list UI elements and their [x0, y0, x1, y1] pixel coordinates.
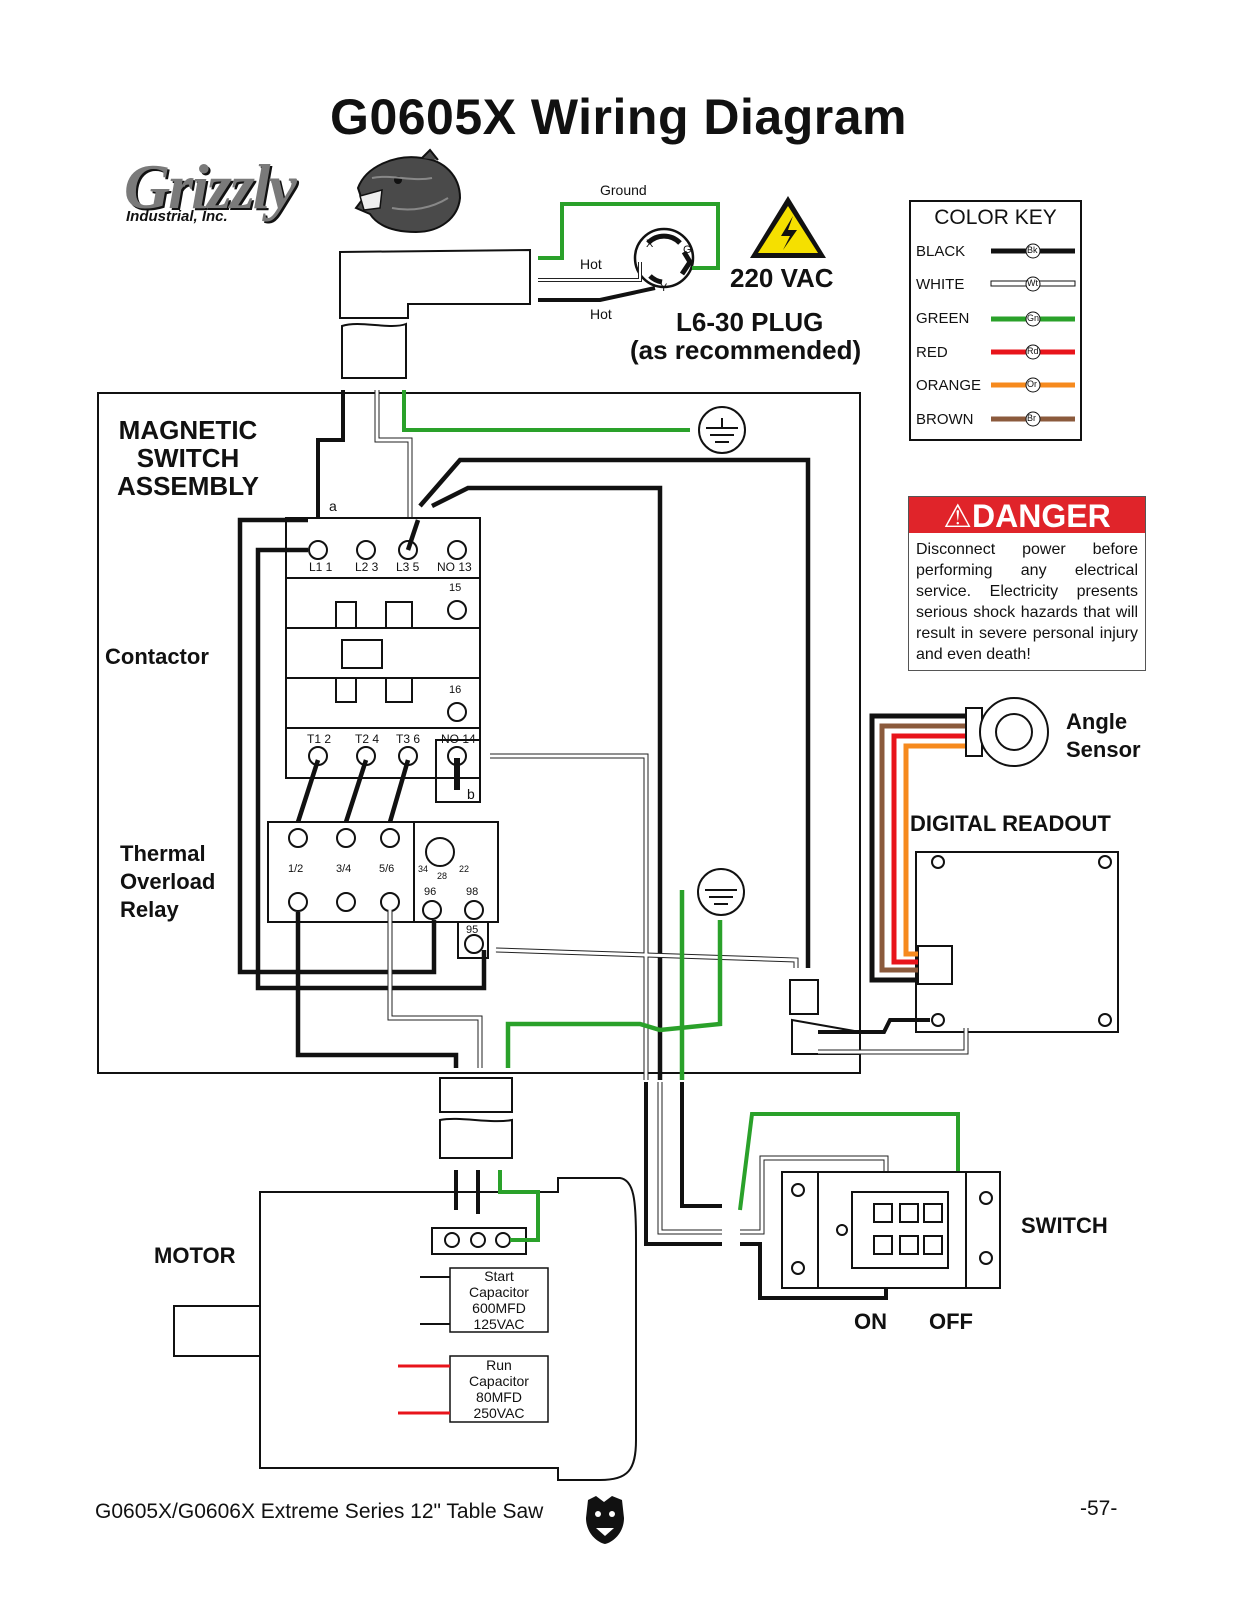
color-key-green: GREEN	[916, 310, 970, 327]
bear-head-icon	[354, 148, 462, 234]
terminal-t3: T3 6	[396, 732, 421, 746]
angle-sensor-label: Angle Sensor	[1066, 709, 1141, 762]
switch-label: SWITCH	[1021, 1213, 1108, 1238]
magnetic-switch-label: MAGNETIC SWITCH ASSEMBLY	[116, 415, 260, 501]
pin-g-label: G	[683, 244, 692, 256]
power-cord-boot	[339, 248, 531, 379]
code-or: Or	[1027, 379, 1037, 389]
terminal-98: 98	[466, 886, 479, 898]
magnetic-switch-enclosure	[97, 392, 861, 1074]
pin-y-label: Y	[660, 282, 668, 294]
ground-terminal-icon	[698, 406, 746, 454]
terminal-15: 15	[449, 582, 462, 594]
color-key-brown: BROWN	[916, 411, 974, 428]
angle-sensor-icon	[965, 697, 1049, 767]
color-key-red: RED	[916, 344, 948, 361]
overload-12: 1/2	[288, 863, 304, 875]
terminal-t1: T1 2	[307, 732, 332, 746]
brand-logo-word: Grizzly	[124, 151, 297, 222]
terminal-no14: NO 14	[441, 732, 476, 746]
code-wt: Wt	[1027, 278, 1038, 288]
hot-label-bottom: Hot	[590, 306, 612, 322]
page-number: -57-	[1080, 1497, 1118, 1520]
contactor-label: Contactor	[105, 644, 209, 669]
color-key-title: COLOR KEY	[934, 206, 1057, 229]
code-bk: Bk	[1027, 245, 1038, 255]
hot-label-top: Hot	[580, 256, 602, 272]
switch-body	[781, 1171, 1001, 1289]
dial-34: 34	[418, 864, 429, 874]
voltage-label: 220 VAC	[730, 263, 834, 293]
terminal-l2: L2 3	[355, 560, 379, 574]
code-gn: Gn	[1027, 313, 1040, 323]
terminal-96: 96	[424, 886, 437, 898]
color-key-black: BLACK	[916, 243, 966, 260]
thermal-overload-label: Thermal Overload Relay	[120, 841, 216, 922]
jumper-b-label: b	[467, 786, 475, 802]
brand-logo-sub: Industrial, Inc.	[126, 208, 228, 225]
high-voltage-warning-icon	[750, 196, 826, 258]
dial-28: 28	[437, 871, 448, 881]
dial-22: 22	[459, 864, 470, 874]
footer-title: G0605X/G0606X Extreme Series 12" Table S…	[95, 1500, 544, 1523]
code-rd: Rd	[1027, 346, 1039, 356]
color-key: COLOR KEY BLACK WHITE GREEN RED ORANGE B…	[909, 200, 1082, 441]
terminal-95: 95	[466, 924, 479, 936]
plug-type-label: L6-30 PLUG	[676, 307, 824, 337]
contactor	[285, 517, 481, 779]
ground-label: Ground	[600, 182, 647, 198]
off-label: OFF	[929, 1309, 973, 1334]
page-title: G0605X Wiring Diagram	[330, 89, 907, 145]
l6-30-plug-icon	[633, 227, 695, 289]
digital-readout-box	[915, 851, 1119, 1033]
on-label: ON	[854, 1309, 887, 1334]
bear-footer-icon	[586, 1496, 624, 1544]
color-key-orange: ORANGE	[916, 377, 982, 394]
terminal-l1: L1 1	[309, 560, 333, 574]
terminal-no13: NO 13	[437, 560, 472, 574]
pin-x-label: X	[646, 238, 654, 250]
danger-heading: ⚠DANGER	[909, 497, 1145, 534]
motor-label: MOTOR	[154, 1243, 236, 1268]
code-br: Br	[1027, 413, 1036, 423]
terminal-t2: T2 4	[355, 732, 380, 746]
danger-notice: ⚠DANGER Disconnect power before performi…	[908, 496, 1146, 671]
terminal-l3: L3 5	[396, 560, 420, 574]
overload-56: 5/6	[379, 863, 395, 875]
ground-wire	[538, 202, 720, 270]
motor-body	[173, 1177, 637, 1481]
warning-triangle-icon: ⚠	[943, 498, 972, 534]
terminal-16: 16	[449, 684, 462, 696]
jumper-a-label: a	[329, 498, 337, 514]
color-key-swatches	[990, 243, 1076, 427]
color-key-white: WHITE	[916, 276, 965, 293]
plug-note-label: (as recommended)	[630, 335, 862, 365]
danger-text: Disconnect power before performing any e…	[916, 541, 1138, 663]
overload-34: 3/4	[336, 863, 352, 875]
digital-readout-label: DIGITAL READOUT	[910, 811, 1111, 836]
ground-terminal-icon	[697, 868, 745, 916]
